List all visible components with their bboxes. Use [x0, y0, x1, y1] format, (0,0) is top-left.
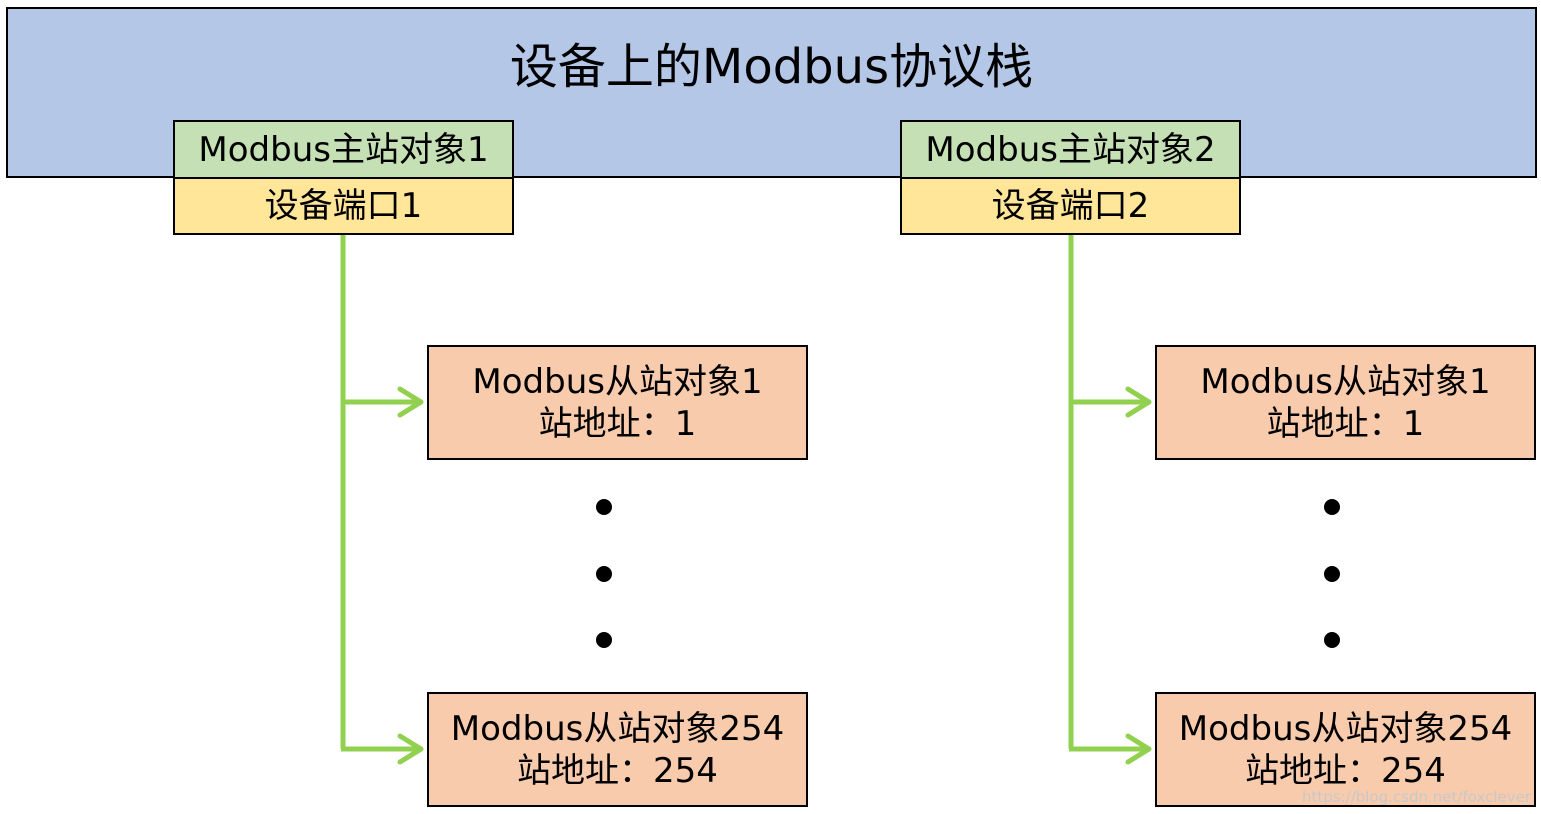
slave-object-name: Modbus从站对象1 — [1200, 361, 1491, 402]
arrowhead-icon — [397, 386, 424, 418]
master-object-1: Modbus主站对象1 — [173, 120, 514, 179]
master-object-label: Modbus主站对象2 — [925, 129, 1216, 170]
arrowhead-icon — [1125, 733, 1152, 765]
arrowhead-icon — [1125, 386, 1152, 418]
slave-object-group2-first: Modbus从站对象1 站地址：1 — [1155, 345, 1536, 460]
slave-object-address: 站地址：1 — [538, 403, 697, 444]
master-object-2: Modbus主站对象2 — [900, 120, 1241, 179]
arrowhead-icon — [397, 733, 424, 765]
device-port-1: 设备端口1 — [173, 177, 514, 235]
ellipsis-dot — [1324, 632, 1340, 648]
master-object-label: Modbus主站对象1 — [198, 129, 489, 170]
device-port-label: 设备端口2 — [991, 186, 1150, 226]
ellipsis-dot — [1324, 566, 1340, 582]
watermark: https://blog.csdn.net/foxclever — [1302, 788, 1531, 806]
slave-object-group2-last: Modbus从站对象254 站地址：254 — [1155, 692, 1536, 807]
slave-object-name: Modbus从站对象254 — [450, 708, 785, 749]
ellipsis-dot — [596, 566, 612, 582]
device-port-2: 设备端口2 — [900, 177, 1241, 235]
stack-title: 设备上的Modbus协议栈 — [509, 39, 1034, 95]
slave-object-address: 站地址：254 — [1245, 750, 1446, 791]
slave-object-address: 站地址：1 — [1266, 403, 1425, 444]
ellipsis-dot — [1324, 499, 1340, 515]
ellipsis-dot — [596, 499, 612, 515]
slave-object-name: Modbus从站对象254 — [1178, 708, 1513, 749]
device-port-label: 设备端口1 — [264, 186, 423, 226]
slave-object-group1-last: Modbus从站对象254 站地址：254 — [427, 692, 808, 807]
ellipsis-dot — [596, 632, 612, 648]
slave-object-group1-first: Modbus从站对象1 站地址：1 — [427, 345, 808, 460]
slave-object-name: Modbus从站对象1 — [472, 361, 763, 402]
slave-object-address: 站地址：254 — [517, 750, 718, 791]
